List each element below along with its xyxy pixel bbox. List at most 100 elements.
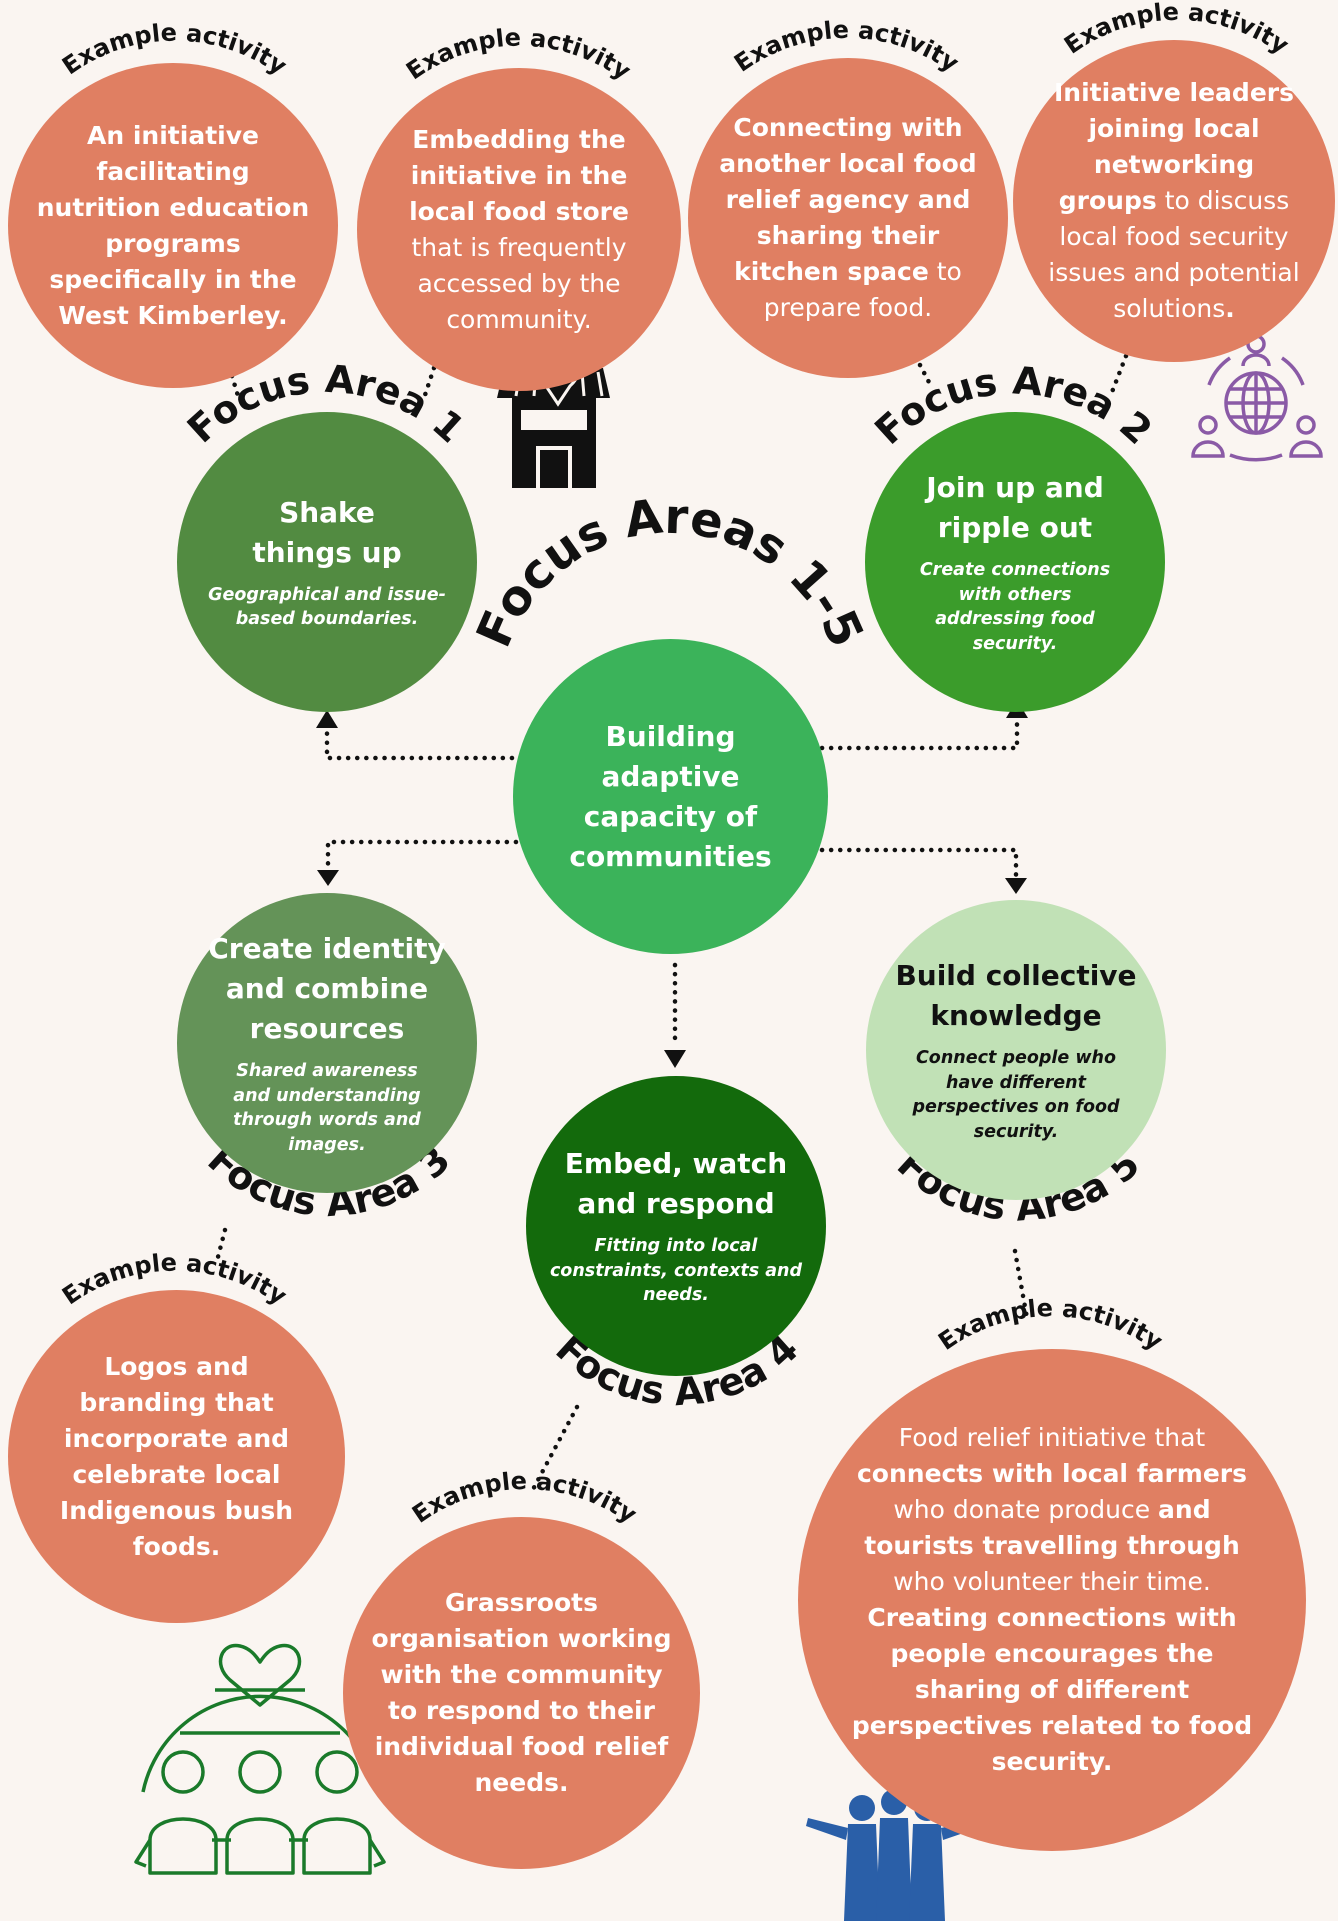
activity-1-line-3: nutrition education bbox=[37, 190, 309, 226]
activity-2-line-2: initiative in the bbox=[411, 158, 628, 194]
focus-area-5-title-line-2: knowledge bbox=[930, 999, 1102, 1032]
activity-2-line-3: local food store bbox=[409, 194, 629, 230]
activity-5-line-6: foods. bbox=[133, 1529, 221, 1565]
focus-area-4-circle: Embed, watch and respond Fitting into loc… bbox=[526, 1076, 826, 1376]
regular-text: that is frequently bbox=[411, 232, 627, 262]
focus-area-4-title-line-2: and respond bbox=[577, 1187, 775, 1221]
bold-text: organisation working bbox=[371, 1624, 672, 1653]
bold-text: Initiative leaders bbox=[1054, 78, 1294, 107]
focus-area-1-desc-line-1: Geographical and issue- bbox=[208, 584, 446, 605]
group-people-icon bbox=[806, 1789, 984, 1921]
focus-area-4-desc-line-2: constraints, contexts and bbox=[549, 1260, 803, 1281]
bold-text: An initiative bbox=[87, 120, 259, 150]
arrow-down-fa4 bbox=[664, 1050, 686, 1068]
bold-text: foods. bbox=[132, 1531, 221, 1561]
focus-area-4-desc-line-1: Fitting into local bbox=[594, 1236, 758, 1257]
regular-text: who donate produce bbox=[893, 1495, 1159, 1524]
activity-4-line-3: networking bbox=[1094, 147, 1254, 183]
bold-text: nutrition education bbox=[36, 192, 310, 222]
focus-area-3-desc-line-2: and understanding bbox=[233, 1085, 421, 1106]
focus-area-1-title-line-1: Shake bbox=[279, 495, 375, 529]
focus-area-1-title-line-2: things up bbox=[252, 535, 402, 569]
community-heart-icon bbox=[134, 1643, 386, 1875]
focus-area-5-desc-line-2: have different bbox=[946, 1072, 1086, 1093]
bold-text: sharing their bbox=[756, 221, 940, 250]
activity-circle-2: Embedding the initiative in the local food… bbox=[357, 68, 681, 391]
focus-area-2-title-line-2: ripple out bbox=[937, 511, 1093, 544]
focus-area-1-circle: Shake things up Geographical and issue-ba… bbox=[177, 412, 477, 712]
regular-text: prepare food. bbox=[763, 293, 933, 322]
focus-area-5-desc-line-4: security. bbox=[973, 1121, 1059, 1142]
focus-area-5-title-line-1: Build collective bbox=[895, 959, 1137, 992]
bold-text: Connecting with bbox=[733, 113, 963, 142]
focus-area-3-desc-line-1: Shared awareness bbox=[236, 1061, 418, 1081]
activity-6-line-2: organisation working bbox=[371, 1621, 671, 1657]
arrow-up-fa1 bbox=[316, 710, 338, 728]
focus-area-3-title-line-1: Create identity bbox=[208, 932, 446, 965]
center-title-line-4: communities bbox=[569, 839, 772, 873]
arrow-down-fa5 bbox=[1005, 878, 1027, 894]
bold-text: West Kimberley. bbox=[58, 300, 288, 330]
focus-area-5-title: Build collective knowledge bbox=[895, 956, 1136, 1036]
bold-text: facilitating bbox=[96, 156, 250, 186]
activity-7-line-9: perspectives related to food bbox=[852, 1708, 1252, 1744]
bold-text: celebrate local bbox=[72, 1459, 281, 1489]
bold-text: perspectives related to food bbox=[851, 1711, 1253, 1740]
activity-5-line-1: Logos and bbox=[104, 1349, 248, 1385]
regular-text: accessed by the bbox=[417, 268, 621, 298]
center-title-line-1: Building bbox=[605, 719, 736, 753]
bold-text: local food store bbox=[409, 196, 629, 226]
activity-7-line-10: security. bbox=[992, 1744, 1113, 1780]
bold-text: groups bbox=[1058, 186, 1157, 215]
focus-area-1-desc-line-2: based boundaries. bbox=[235, 609, 419, 629]
activity-3-line-1: Connecting with bbox=[733, 110, 962, 146]
regular-text: who volunteer their time. bbox=[893, 1567, 1211, 1596]
bold-text: Embedding the bbox=[412, 124, 626, 154]
activity-4-line-4: groups to discuss bbox=[1059, 183, 1289, 219]
activity-7-line-1: Food relief initiative that bbox=[899, 1420, 1205, 1456]
focus-area-2-desc-line-2: with others bbox=[958, 584, 1072, 605]
focus-area-3-title-line-3: resources bbox=[249, 1012, 405, 1045]
regular-text: Food relief initiative that bbox=[898, 1423, 1206, 1452]
focus-area-3-desc-line-3: through words and bbox=[233, 1110, 421, 1130]
regular-text: local food security bbox=[1059, 222, 1289, 251]
bold-text: joining local bbox=[1088, 114, 1260, 143]
bold-text: security. bbox=[991, 1747, 1113, 1776]
activity-7-line-6: Creating connections with bbox=[867, 1600, 1236, 1636]
activity-1-line-5: specifically in the bbox=[49, 262, 296, 298]
regular-text: community. bbox=[446, 304, 592, 334]
activity-2-line-6: community. bbox=[446, 302, 591, 338]
activity-7-line-8: sharing of different bbox=[915, 1672, 1189, 1708]
bold-text: . bbox=[1225, 294, 1235, 323]
focus-area-3-desc-line-4: images. bbox=[288, 1134, 366, 1155]
focus-area-4-title-line-1: Embed, watch bbox=[564, 1147, 788, 1181]
bold-text: people encourages the bbox=[890, 1639, 1214, 1668]
activity-3-line-3: relief agency and bbox=[726, 182, 971, 218]
activity-4-line-5: local food security bbox=[1059, 219, 1288, 255]
activity-3-line-6: prepare food. bbox=[764, 290, 932, 326]
regular-text: issues and potential bbox=[1048, 258, 1300, 287]
bold-text: initiative in the bbox=[410, 160, 628, 190]
activity-7-line-3: who donate produce and bbox=[893, 1492, 1210, 1528]
bold-text: with the community bbox=[380, 1660, 663, 1689]
focus-area-1-title: Shake things up bbox=[252, 493, 401, 573]
activity-4-line-7: solutions. bbox=[1113, 291, 1235, 327]
bold-text: sharing of different bbox=[914, 1675, 1190, 1704]
global-network-icon bbox=[1191, 334, 1323, 462]
bold-text: Indigenous bush bbox=[59, 1495, 294, 1525]
bold-text: specifically in the bbox=[49, 264, 297, 294]
focus-area-4-title: Embed, watch and respond bbox=[565, 1144, 787, 1224]
activity-5-line-3: incorporate and bbox=[64, 1421, 289, 1457]
activity-3-line-2: another local food bbox=[719, 146, 976, 182]
bold-text: connects with local farmers bbox=[856, 1459, 1247, 1488]
activity-4-line-1: Initiative leaders bbox=[1054, 75, 1294, 111]
focus-area-1-desc: Geographical and issue-based boundaries. bbox=[208, 583, 446, 632]
activity-5-line-4: celebrate local bbox=[72, 1457, 280, 1493]
